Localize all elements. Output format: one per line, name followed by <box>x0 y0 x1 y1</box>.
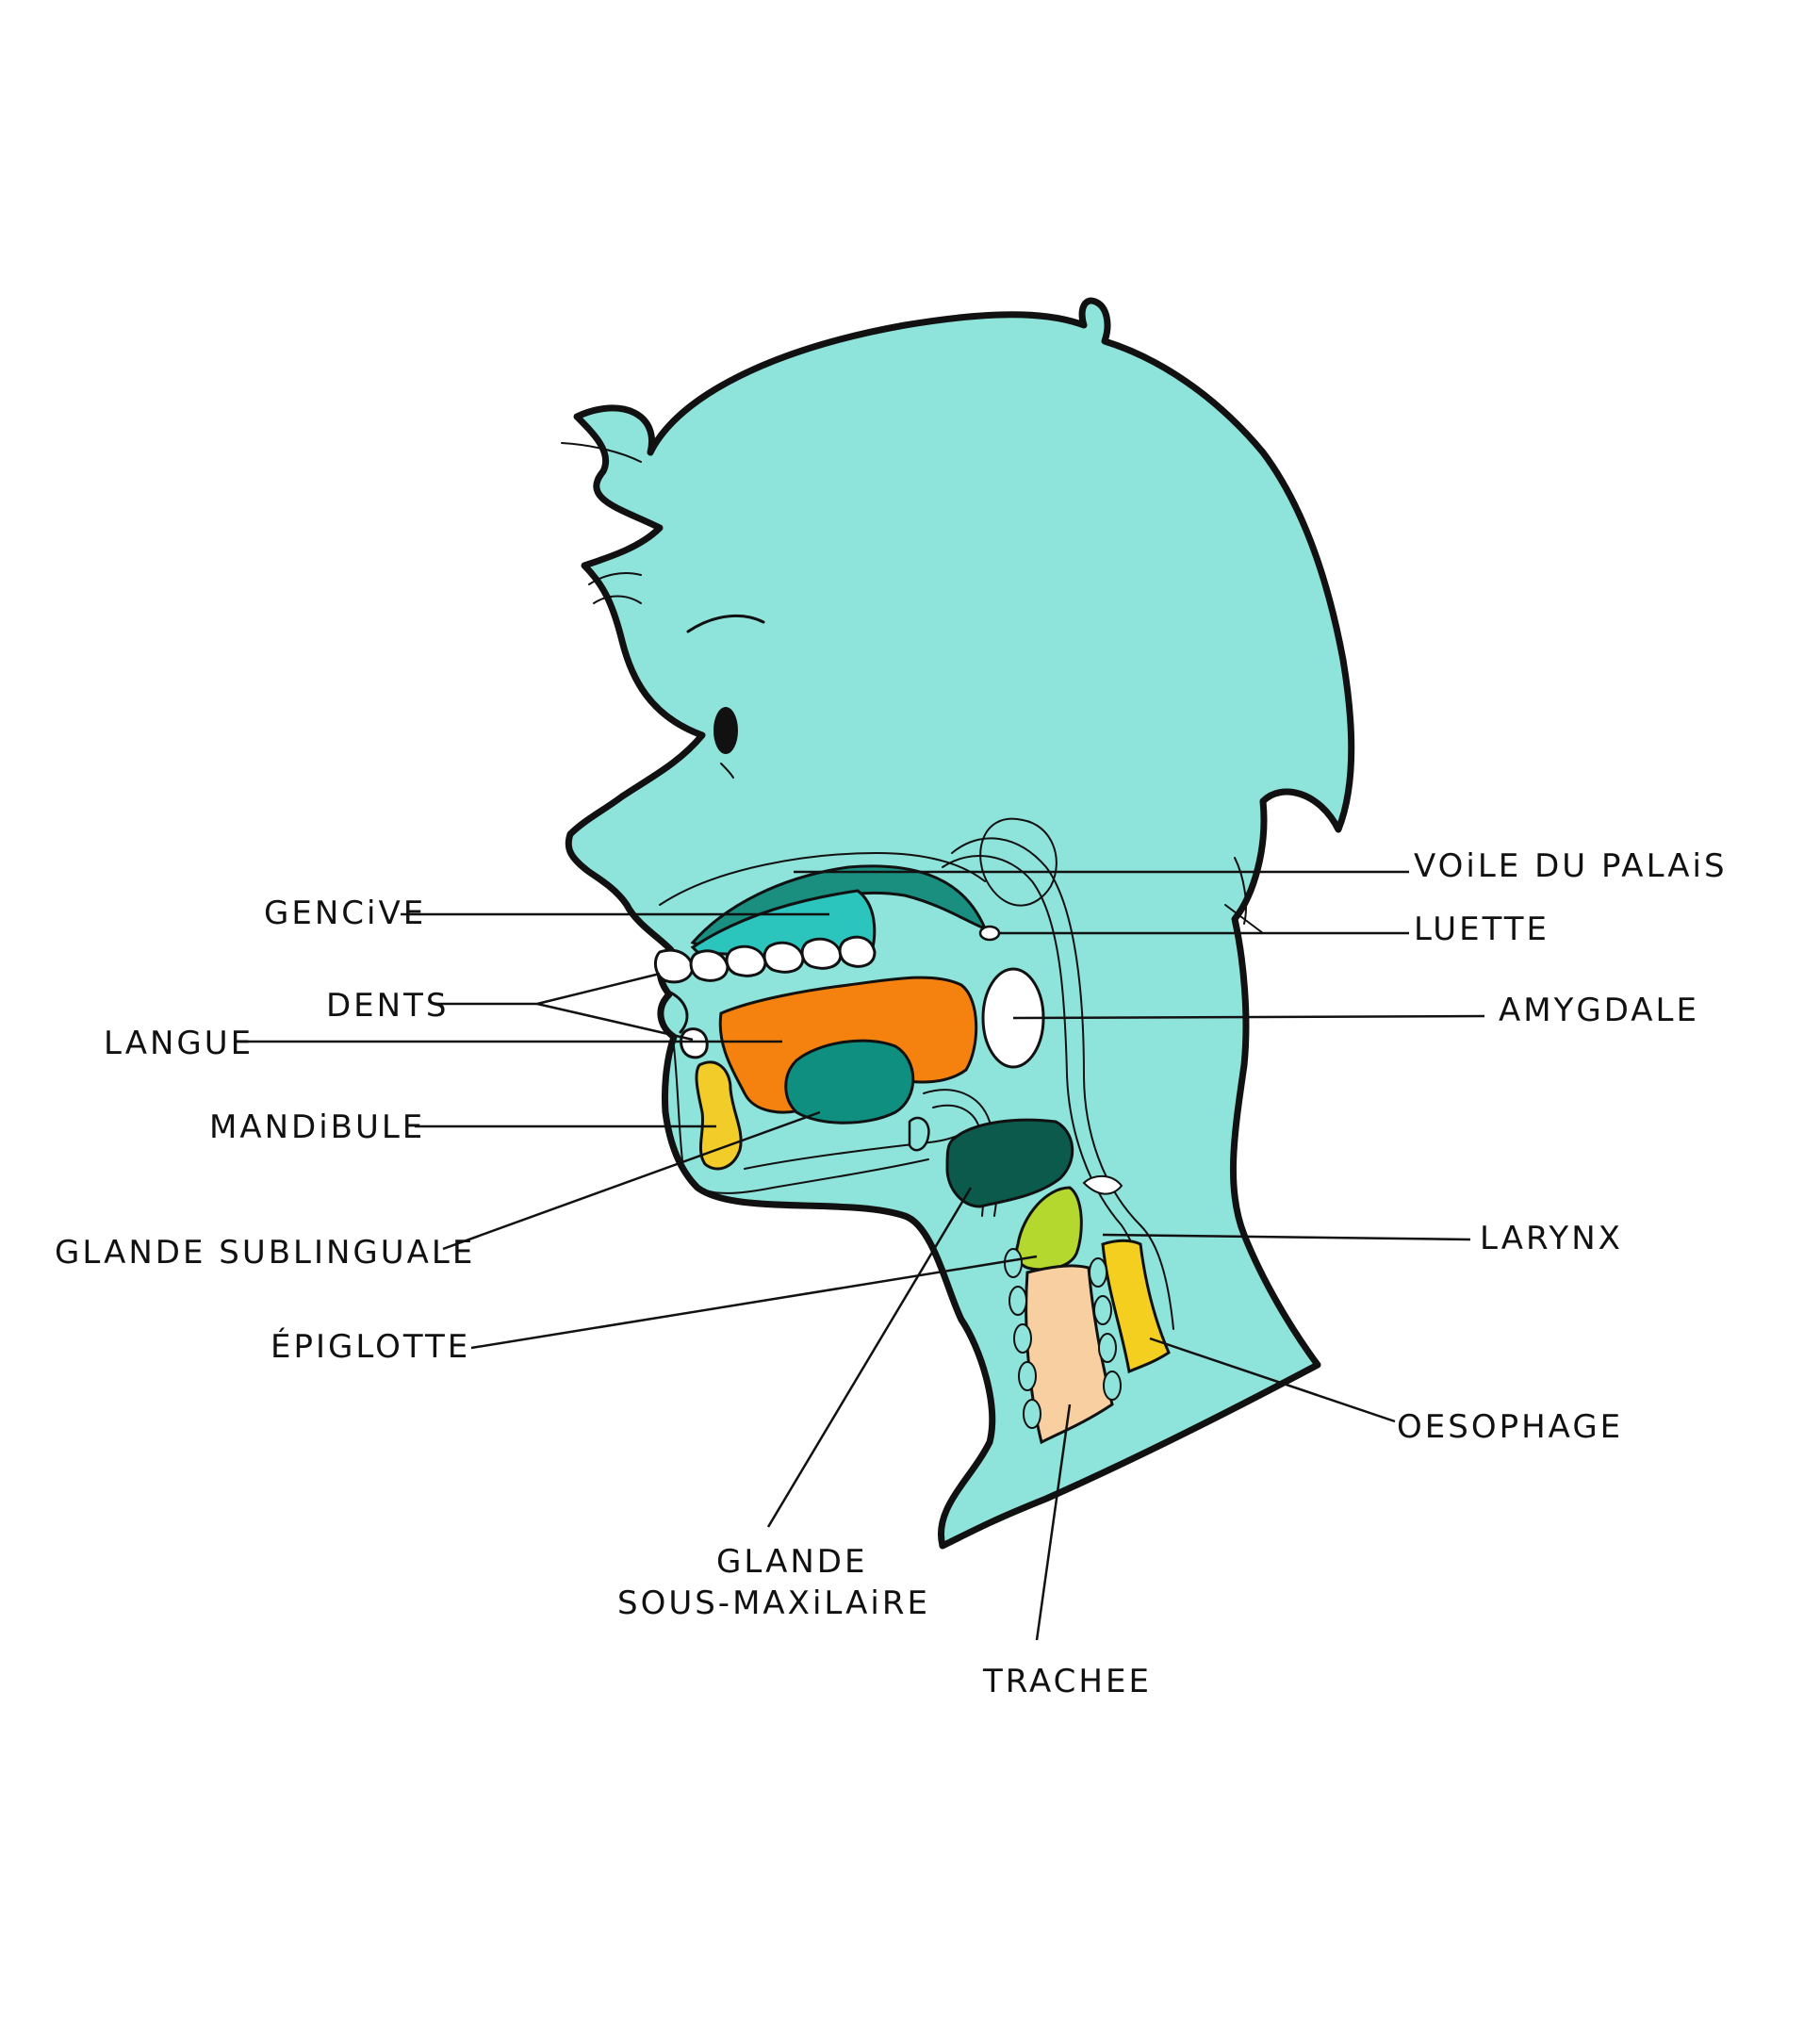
label-larynx: LARYNX <box>1480 1220 1623 1257</box>
uvula <box>980 927 999 940</box>
label-glande-sous-maxilaire-1: GLANDE <box>716 1543 867 1581</box>
label-amygdale: AMYGDALE <box>1499 992 1699 1029</box>
label-trachee: TRACHEE <box>982 1663 1152 1700</box>
label-luette: LUETTE <box>1414 911 1549 948</box>
label-voile-du-palais: VOiLE DU PALAiS <box>1414 847 1728 885</box>
label-langue: LANGUE <box>104 1025 254 1062</box>
hyoid-nub <box>910 1118 928 1150</box>
label-glande-sous-maxilaire-2: SOUS-MAXiLAiRE <box>617 1584 930 1622</box>
label-oesophage: OESOPHAGE <box>1397 1408 1623 1446</box>
eye <box>713 707 738 754</box>
label-dents: DENTS <box>326 987 449 1025</box>
head-silhouette <box>568 301 1352 1546</box>
sublingual-gland <box>786 1041 913 1123</box>
lower-tooth <box>681 1029 708 1058</box>
label-epiglotte: ÉPIGLOTTE <box>271 1327 470 1366</box>
label-gencive: GENCiVE <box>264 895 426 932</box>
label-glande-sublinguale: GLANDE SUBLINGUALE <box>55 1234 475 1272</box>
label-mandibule: MANDiBULE <box>209 1108 425 1146</box>
